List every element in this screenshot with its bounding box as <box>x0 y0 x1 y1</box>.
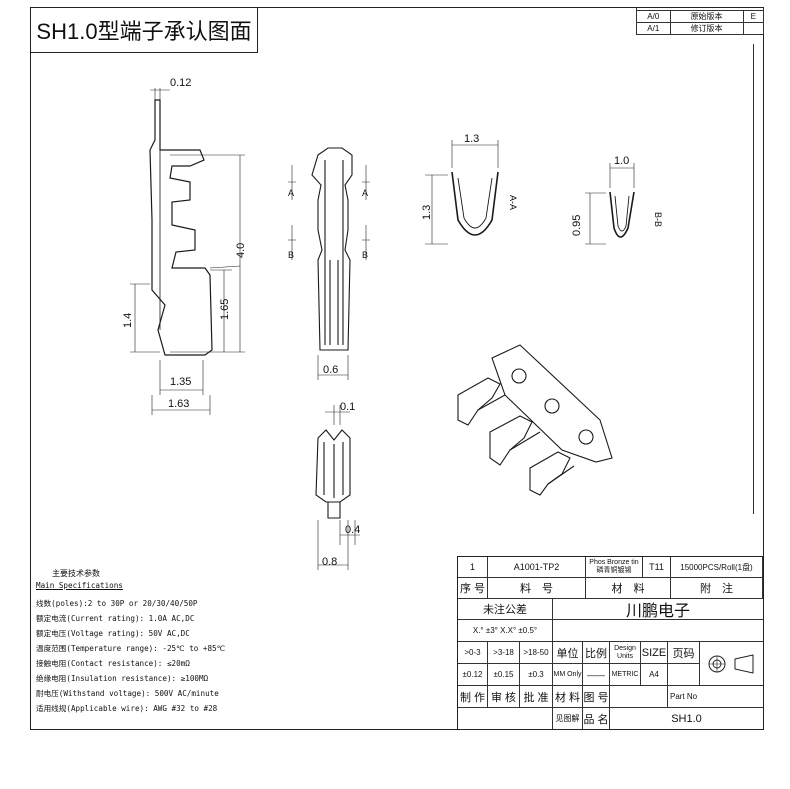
spec-line: 绝缘电阻(Insulation resistance): ≥100MΩ <box>36 674 209 683</box>
design-units-label: Design Units <box>610 642 641 664</box>
section-label-a: A <box>362 188 368 198</box>
blank-cell <box>610 686 668 708</box>
page-value <box>668 664 700 686</box>
spec-line: 耐电压(Withstand voltage): 500V AC/minute <box>36 689 219 698</box>
page-title: SH1.0型端子承认图面 <box>30 7 258 53</box>
approve-label: 批 准 <box>520 686 553 708</box>
material-value: Phos Bronze tin 磷青铜镀锡 <box>586 557 643 578</box>
angle-tolerance: X.° ±3° X.X° ±0.5° <box>458 620 553 642</box>
section-a-a-view <box>451 171 499 236</box>
unit-value: MM Only <box>553 664 583 686</box>
specs-title: 主要技术参数 <box>52 569 100 578</box>
dim-1-3-width: 1.3 <box>464 133 479 145</box>
terminal-side-view <box>149 99 213 356</box>
revision-table: A/0 原始版本 E A/1 修订版本 <box>636 7 765 35</box>
revision-row: A/1 修订版本 <box>636 22 765 35</box>
projection-symbol <box>700 642 763 686</box>
product-label: 品 名 <box>583 708 610 729</box>
unit-label: 单位 <box>553 642 583 664</box>
dim-1-3-height: 1.3 <box>421 205 433 220</box>
tolerance-3: ±0.3 <box>520 664 553 686</box>
review-label: 审 核 <box>488 686 520 708</box>
projection-icon <box>708 653 753 674</box>
material-label-2: 材 料 <box>553 686 583 708</box>
dim-1-63: 1.63 <box>168 398 189 410</box>
part-number-label: Part No <box>668 686 763 708</box>
revision-mark <box>742 22 765 35</box>
range-3: >18-50 <box>520 642 553 664</box>
product-value: SH1.0 <box>671 712 702 725</box>
size-value: A4 <box>641 664 668 686</box>
section-label-a: A <box>288 188 294 198</box>
main-specifications: 主要技术参数 Main Specifications 线数(poles):2 t… <box>36 568 225 716</box>
company-name: 川鹏电子 <box>553 599 763 620</box>
dim-0-1: 0.1 <box>340 401 355 413</box>
dim-0-8: 0.8 <box>322 556 337 568</box>
spec-line: 额定电流(Current rating): 1.0A AC,DC <box>36 614 195 623</box>
tolerance-2: ±0.15 <box>488 664 520 686</box>
material-label: 材 料 <box>586 578 671 599</box>
make-label: 制 作 <box>458 686 488 708</box>
note-label: 附 注 <box>671 578 763 599</box>
blank-cell <box>553 620 763 642</box>
section-label-b: B <box>362 250 368 260</box>
seq-value: 1 <box>458 557 488 578</box>
page-label: 页码 <box>668 642 700 664</box>
range-2: >3-18 <box>488 642 520 664</box>
specs-subtitle: Main Specifications <box>36 581 123 590</box>
part-value: A1001-TP2 <box>488 557 586 578</box>
dim-1-65: 1.65 <box>219 299 231 320</box>
revision-desc: 修订版本 <box>669 22 744 35</box>
spec-line: 温度范围(Temperature range): -25℃ to +85℃ <box>36 644 226 653</box>
t-value: T11 <box>643 557 671 578</box>
drawing-number-label: 图 号 <box>583 686 610 708</box>
see-figure-label: 见图解 <box>553 708 583 729</box>
dim-0-4: 0.4 <box>345 524 360 536</box>
dim-0-12: 0.12 <box>170 77 191 89</box>
frame-line <box>753 44 754 514</box>
title-block: 1 A1001-TP2 Phos Bronze tin 磷青铜镀锡 T11 15… <box>457 556 764 730</box>
section-label-b: B <box>288 250 294 260</box>
blank-cell <box>458 708 553 729</box>
spec-line: 线数(poles):2 to 30P or 20/30/40/50P <box>36 599 198 608</box>
note-value: 15000PCS/Roll(1盘) <box>671 557 763 578</box>
seq-label: 序 号 <box>458 578 488 599</box>
drawing-sheet-border <box>30 7 764 730</box>
dim-4-0: 4.0 <box>235 243 247 258</box>
scale-label: 比例 <box>583 642 610 664</box>
design-units-value: METRIC <box>610 664 641 686</box>
size-label: SIZE <box>641 642 668 664</box>
section-title-b-b: B-B <box>653 212 663 227</box>
terminal-strip-isometric <box>457 344 613 496</box>
section-b-b-view <box>609 191 635 238</box>
tolerance-1: ±0.12 <box>458 664 488 686</box>
scale-value: —— <box>583 664 610 686</box>
dim-0-95: 0.95 <box>571 215 583 236</box>
range-1: >0-3 <box>458 642 488 664</box>
spec-line: 额定电压(Voltage rating): 50V AC,DC <box>36 629 190 638</box>
terminal-end-view <box>315 429 351 519</box>
dim-1-0: 1.0 <box>614 155 629 167</box>
spec-line: 适用线规(Applicable wire): AWG #32 to #28 <box>36 704 218 713</box>
spec-line: 接触电阻(Contact resistance): ≤20mΩ <box>36 659 190 668</box>
section-title-a-a: A-A <box>508 195 518 210</box>
dim-1-35: 1.35 <box>170 376 191 388</box>
dim-0-6: 0.6 <box>323 364 338 376</box>
terminal-front-view <box>311 147 353 351</box>
tolerance-label: 未注公差 <box>458 599 553 620</box>
dim-1-4: 1.4 <box>122 313 134 328</box>
name-label: 料 号 <box>488 578 586 599</box>
